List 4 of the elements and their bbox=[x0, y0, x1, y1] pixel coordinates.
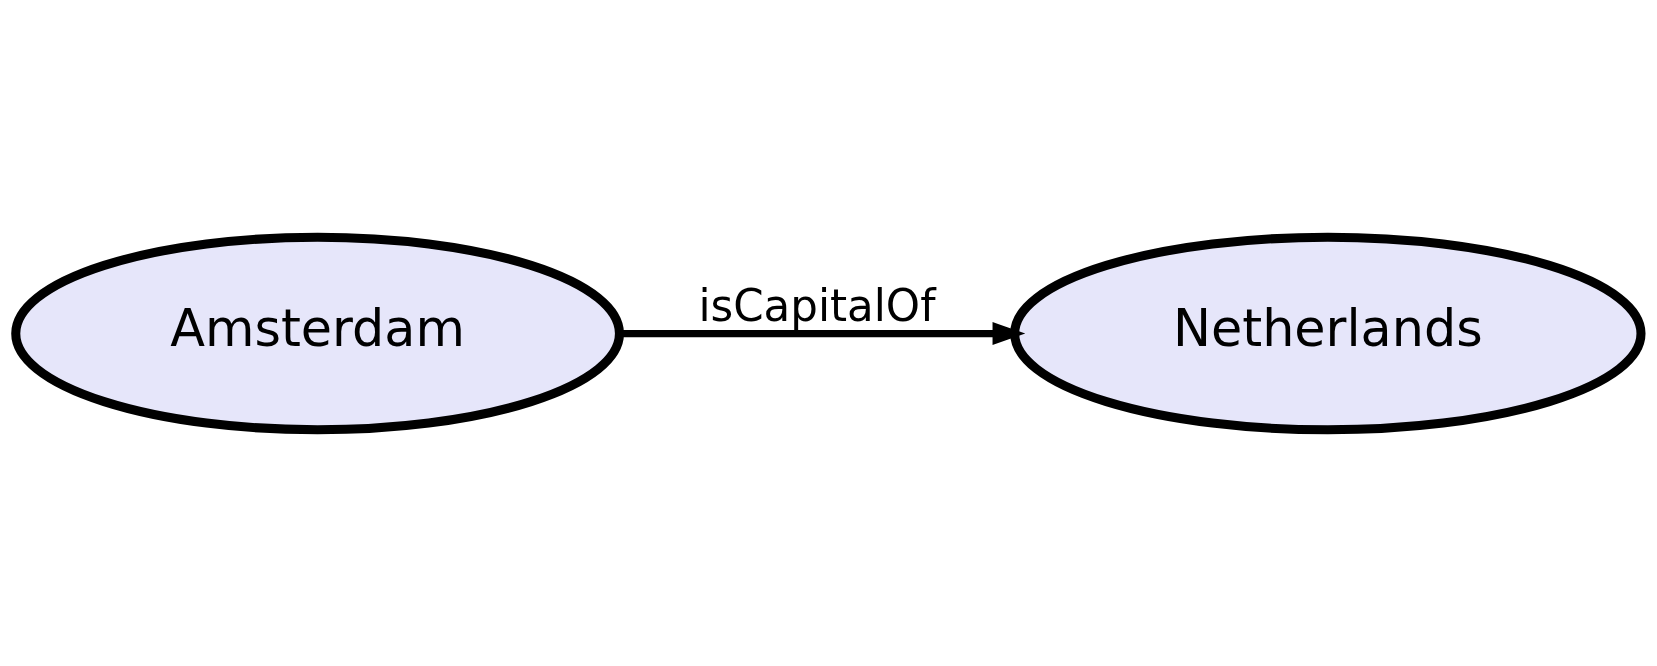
node-ellipse: Amsterdam bbox=[11, 232, 624, 434]
arrow bbox=[619, 321, 1026, 345]
edge-label: isCapitalOf bbox=[698, 280, 936, 331]
node-ellipse: Netherlands bbox=[1010, 232, 1646, 434]
